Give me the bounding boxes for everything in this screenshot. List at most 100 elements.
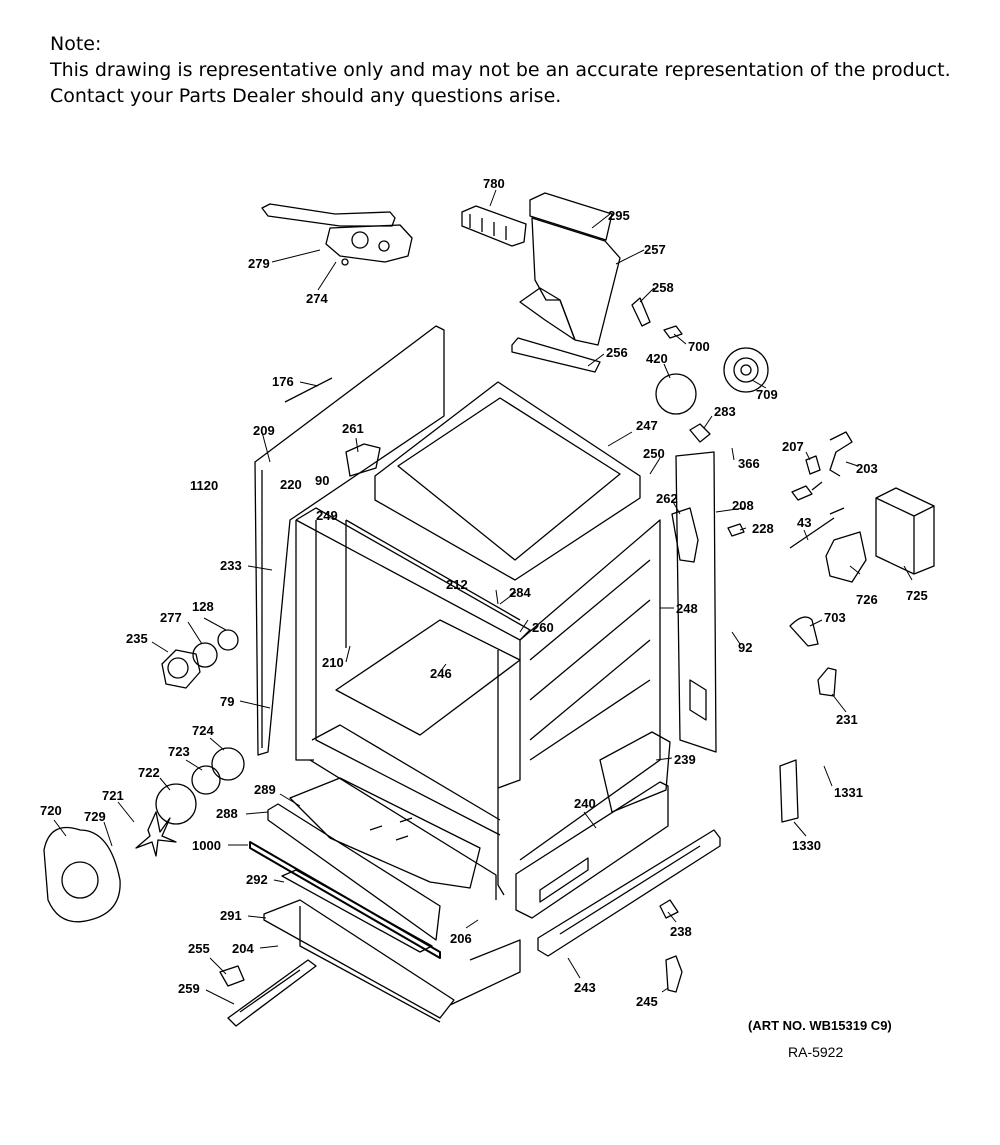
sensor-43 (789, 507, 845, 549)
oven-cabinet (295, 507, 661, 900)
fan-housing-709 (723, 347, 769, 393)
oven-top-247 (374, 381, 641, 581)
part-label: 92 (738, 640, 752, 655)
part-label: 722 (138, 765, 160, 780)
part-label: 212 (446, 577, 468, 592)
part-label: 703 (824, 610, 846, 625)
part-label: 726 (856, 592, 878, 607)
part-label: 208 (732, 498, 754, 513)
part-label: 295 (608, 208, 630, 223)
motor-235 (161, 649, 201, 689)
terminal-207 (805, 455, 821, 475)
part-label: 288 (216, 806, 238, 821)
side-panel-209 (254, 325, 445, 756)
part-label: 90 (315, 473, 329, 488)
wire-harness-203 (829, 431, 853, 477)
part-label: 228 (752, 521, 774, 536)
panel-240 (515, 781, 669, 919)
part-label: 262 (656, 491, 678, 506)
insulation-261 (345, 443, 381, 477)
plate-724 (211, 747, 245, 781)
part-label: 261 (342, 421, 364, 436)
art-number: (ART NO. WB15319 C9) (748, 1018, 892, 1033)
clip-238 (659, 899, 679, 919)
part-label: 79 (220, 694, 234, 709)
gasket-780 (461, 205, 527, 247)
part-label: 257 (644, 242, 666, 257)
part-label: 1000 (192, 838, 221, 853)
part-label: 724 (192, 723, 214, 738)
part-label: 176 (272, 374, 294, 389)
part-label: 721 (102, 788, 124, 803)
part-label: 274 (306, 291, 328, 306)
part-label: 258 (652, 280, 674, 295)
rail-292 (281, 869, 433, 953)
part-label: 203 (856, 461, 878, 476)
fan-cover-720 (43, 826, 121, 923)
part-label: 1330 (792, 838, 821, 853)
part-label: 279 (248, 256, 270, 271)
leader-lines (53, 189, 913, 1005)
bracket-258 (631, 297, 651, 327)
bottom-panel-289 (289, 777, 481, 889)
part-label: 289 (254, 782, 276, 797)
part-label: 204 (232, 941, 254, 956)
part-label: 1331 (834, 785, 863, 800)
part-label: 277 (160, 610, 182, 625)
part-label: 249 (316, 508, 338, 523)
part-label: 260 (532, 620, 554, 635)
reference-code: RA-5922 (788, 1044, 844, 1060)
slide-rail-259 (227, 959, 317, 1027)
note-line-1: This drawing is representative only and … (50, 59, 951, 81)
part-label: 291 (220, 908, 242, 923)
bracket-1330 (779, 759, 799, 823)
washer-277 (192, 642, 218, 668)
front-frame-288 (267, 803, 441, 941)
part-label: 284 (509, 585, 531, 600)
part-label: 723 (168, 744, 190, 759)
part-label: 720 (40, 803, 62, 818)
part-label: 231 (836, 712, 858, 727)
screw-176 (284, 377, 333, 403)
rear-panel-208 (675, 451, 717, 753)
part-label: 243 (574, 980, 596, 995)
part-label: 780 (483, 176, 505, 191)
clip-283 (689, 423, 711, 443)
part-label: 128 (192, 599, 214, 614)
washer-128 (217, 629, 239, 651)
part-label: 210 (322, 655, 344, 670)
clip-700 (663, 325, 683, 339)
part-label: 1120 (190, 478, 218, 493)
part-label: 292 (246, 872, 268, 887)
bracket-262 (671, 507, 699, 563)
rail-243 (537, 829, 721, 957)
part-label: 233 (220, 558, 242, 573)
part-label: 248 (676, 601, 698, 616)
part-label: 283 (714, 404, 736, 419)
part-label: 366 (738, 456, 760, 471)
part-label: 206 (450, 931, 472, 946)
rear-bracket-239 (599, 731, 671, 813)
part-label: 729 (84, 809, 106, 824)
note-heading: Note: (50, 33, 102, 55)
kick-panel-291 (263, 899, 521, 1023)
part-label: 259 (178, 981, 200, 996)
strip-1000 (249, 841, 441, 959)
connector-wire (791, 481, 823, 501)
vent-duct (511, 192, 621, 373)
note-line-2: Contact your Parts Dealer should any que… (50, 85, 562, 107)
part-label: 245 (636, 994, 658, 1009)
part-label: 207 (782, 439, 804, 454)
part-label: 250 (643, 446, 665, 461)
orifice-245 (665, 955, 683, 993)
part-label: 255 (188, 941, 210, 956)
part-label: 209 (253, 423, 275, 438)
bracket-231 (817, 667, 837, 697)
part-label: 43 (797, 515, 811, 530)
part-label: 709 (756, 387, 778, 402)
motor-726 (825, 531, 867, 583)
part-label: 247 (636, 418, 658, 433)
part-label: 239 (674, 752, 696, 767)
box-725 (875, 487, 935, 575)
